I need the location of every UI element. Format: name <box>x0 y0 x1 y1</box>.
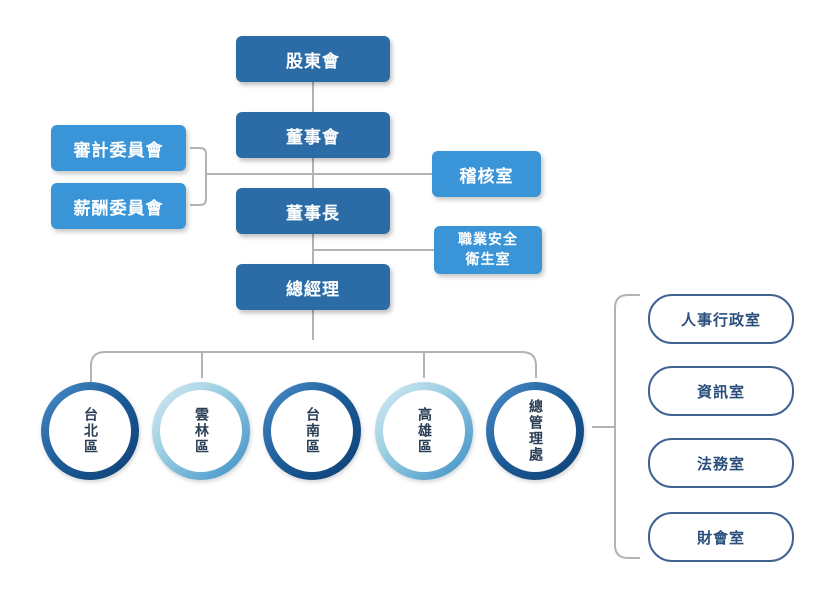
audit-office-box: 稽核室 <box>432 151 541 197</box>
audit-committee-box: 審計委員會 <box>51 125 186 171</box>
region-taipei: 台北區 <box>41 382 139 480</box>
general-manager-box: 總經理 <box>236 264 390 310</box>
region-tainan: 台南區 <box>263 382 361 480</box>
it-office-box: 資訊室 <box>648 366 794 416</box>
legal-office-box: 法務室 <box>648 438 794 488</box>
region-head-office: 總管理處 <box>486 382 584 480</box>
region-kaohsiung: 高雄區 <box>375 382 473 480</box>
region-label: 高雄區 <box>416 407 432 455</box>
region-yunlin: 雲林區 <box>152 382 250 480</box>
region-label: 台南區 <box>304 407 320 455</box>
compensation-committee-box: 薪酬委員會 <box>51 183 186 229</box>
region-label: 雲林區 <box>193 407 209 455</box>
board-of-directors-box: 董事會 <box>236 112 390 158</box>
chairman-box: 董事長 <box>236 188 390 234</box>
region-label: 總管理處 <box>527 399 543 463</box>
region-label: 台北區 <box>82 407 98 455</box>
shareholders-meeting-box: 股東會 <box>236 36 390 82</box>
finance-office-box: 財會室 <box>648 512 794 562</box>
hr-admin-office-box: 人事行政室 <box>648 294 794 344</box>
safety-office-box: 職業安全 衛生室 <box>434 226 542 274</box>
